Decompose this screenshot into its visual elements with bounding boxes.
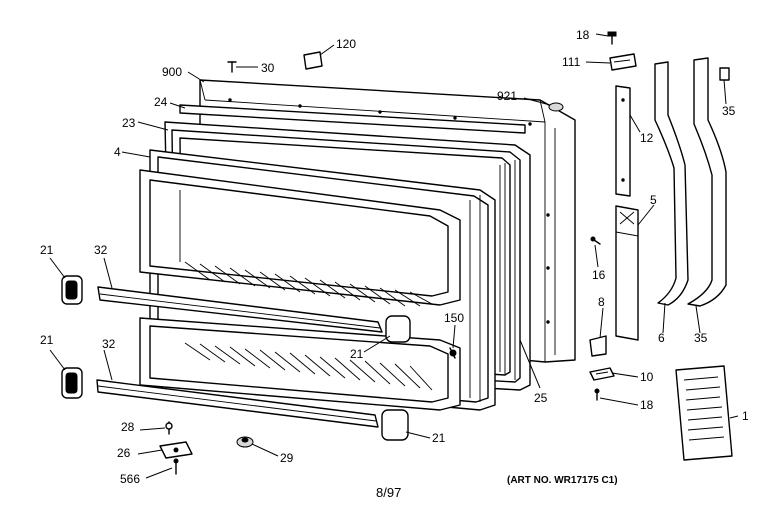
revision-date: 8/97 (376, 485, 401, 500)
callout-35-top: 35 (722, 104, 736, 118)
callout-18-bottom: 18 (640, 398, 654, 412)
callout-32-b: 32 (102, 337, 116, 351)
screw-30 (227, 61, 237, 73)
callout-566: 566 (120, 472, 140, 486)
callout-150: 150 (444, 311, 464, 325)
trim-strip (179, 104, 526, 134)
callout-4: 4 (114, 145, 121, 159)
callout-10: 10 (640, 370, 654, 384)
handle-6 (654, 61, 689, 306)
callout-24: 24 (154, 95, 168, 109)
rail-end-cap-right-lower (381, 409, 409, 441)
callout-23: 23 (122, 116, 136, 130)
callout-921: 921 (497, 89, 517, 103)
rail-end-cap-left-lower (61, 367, 83, 399)
callout-26: 26 (117, 446, 131, 460)
upper-shelf-bin (139, 169, 461, 307)
plug-120 (303, 51, 323, 70)
owner-manual (675, 365, 733, 461)
screw-16 (590, 236, 601, 245)
handle-35 (687, 57, 727, 307)
screw-566 (173, 458, 179, 475)
grommet-29 (236, 436, 254, 448)
callout-16: 16 (592, 268, 606, 282)
callout-32-a: 32 (94, 243, 108, 257)
hinge-10 (589, 367, 615, 381)
callout-6: 6 (658, 331, 665, 345)
rail-end-cap-right-upper (385, 315, 411, 343)
callout-1: 1 (742, 409, 749, 423)
callout-29: 29 (280, 451, 294, 465)
bracket-5 (615, 205, 639, 341)
screw-150 (449, 347, 457, 359)
callout-18-top: 18 (576, 28, 590, 42)
callout-30: 30 (261, 61, 275, 75)
callout-5: 5 (650, 193, 657, 207)
callout-21-a: 21 (40, 243, 54, 257)
lower-shelf-rail (96, 379, 379, 428)
cap-35 (719, 67, 730, 81)
hinge-bracket-111 (609, 53, 637, 71)
callout-35-bot: 35 (694, 331, 708, 345)
rail-end-cap-left-upper (61, 275, 83, 305)
screw-18-top (607, 31, 617, 45)
callout-21-d: 21 (432, 431, 446, 445)
callout-21-c: 21 (40, 333, 54, 347)
callout-28: 28 (121, 420, 135, 434)
leader-lines (49, 33, 739, 479)
callout-labels: 18 120 900 30 111 24 921 35 23 12 4 5 21… (40, 28, 749, 486)
screw-18-bottom (594, 388, 600, 401)
callout-111: 111 (562, 55, 581, 69)
upper-shelf-rail (97, 286, 383, 333)
callout-900: 900 (162, 65, 182, 79)
stop-28 (165, 421, 173, 435)
clip-8 (589, 335, 607, 357)
art-number: (ART NO. WR17175 C1) (507, 475, 618, 486)
plug-921 (548, 102, 564, 112)
callout-120: 120 (336, 37, 356, 51)
callout-21-b: 21 (350, 347, 364, 361)
callout-12: 12 (640, 131, 654, 145)
hinge-bar-12 (615, 85, 631, 197)
callout-8: 8 (598, 295, 605, 309)
callout-25: 25 (534, 391, 548, 405)
plate-26 (159, 441, 193, 459)
